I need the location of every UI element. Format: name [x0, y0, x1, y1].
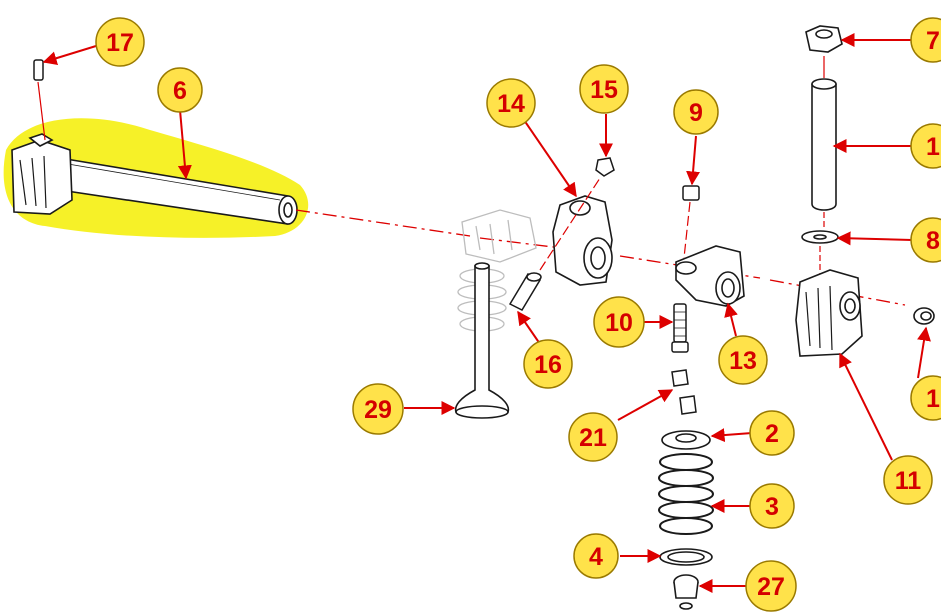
callout-circle: [573, 533, 619, 579]
callout-17: 17: [95, 17, 145, 67]
callout-27: 27: [745, 560, 797, 612]
pushrod-pin: [508, 177, 601, 311]
adjuster-nut: [595, 157, 615, 177]
callout-label: 2: [765, 420, 779, 448]
callout-circle: [910, 123, 941, 169]
callout-label: 21: [579, 424, 607, 452]
callout-circle: [157, 67, 203, 113]
valve-spring: [658, 453, 714, 535]
callout-circle: [523, 339, 573, 389]
adjusting-screw: [671, 303, 689, 353]
callout-label: 11: [895, 467, 922, 495]
callout-circle: [910, 217, 941, 263]
callout-circle: [749, 483, 795, 529]
callout-circle: [579, 64, 629, 114]
callout-14: 14: [486, 78, 536, 128]
callout-label: 13: [729, 347, 757, 375]
callout-label: 17: [106, 29, 134, 57]
callout-label: 29: [364, 396, 392, 424]
callout-label: 15: [590, 76, 618, 104]
rocker-arm-right: [675, 245, 745, 307]
valve: [454, 262, 510, 419]
callout-16: 16: [523, 339, 573, 389]
callout-label: 1: [926, 133, 940, 161]
callout-circle: [673, 89, 719, 135]
callout-4: 4: [573, 533, 619, 579]
callout-label: 1: [926, 385, 940, 413]
callout-label: 3: [765, 493, 779, 521]
callout-circle: [749, 410, 795, 456]
rocker-shaft: [11, 133, 298, 225]
spring-retainer: [661, 430, 711, 450]
valve-cap: [682, 185, 700, 259]
valve-keepers: [671, 369, 697, 415]
ghost-rocker-assembly: [457, 209, 537, 332]
callout-label: 8: [926, 227, 940, 255]
spring-seat: [659, 548, 713, 566]
callout-label: 27: [757, 573, 785, 601]
callout-1a: 1: [910, 123, 941, 169]
callout-circle: [593, 296, 645, 348]
long-stud: [811, 56, 837, 228]
callout-29: 29: [352, 383, 404, 435]
callout-label: 9: [689, 99, 703, 127]
callout-11: 11: [883, 455, 933, 505]
valve-seal: [673, 574, 699, 610]
callout-3: 3: [749, 483, 795, 529]
callout-label: 4: [589, 543, 603, 571]
callout-21: 21: [568, 412, 618, 462]
callout-10: 10: [593, 296, 645, 348]
callout-13: 13: [718, 335, 768, 385]
callout-7: 7: [910, 17, 941, 63]
callout-circle: [352, 383, 404, 435]
callout-label: 6: [173, 77, 187, 105]
callout-label: 7: [926, 27, 940, 55]
callout-label: 16: [534, 351, 562, 379]
top-nut: [805, 25, 843, 53]
leader-lines: [42, 33, 931, 593]
callout-15: 15: [579, 64, 629, 114]
rocker-arm-left: [552, 195, 613, 286]
callout-circle: [910, 17, 941, 63]
callout-circle: [568, 412, 618, 462]
callout-1b: 1: [910, 375, 941, 421]
callout-circle: [745, 560, 797, 612]
callout-circle: [486, 78, 536, 128]
callout-9: 9: [673, 89, 719, 135]
callout-label: 10: [605, 309, 633, 337]
end-plug: [913, 307, 935, 325]
callout-2: 2: [749, 410, 795, 456]
callout-6: 6: [157, 67, 203, 113]
callout-circle: [95, 17, 145, 67]
right-bracket: [795, 269, 863, 357]
shaft-axis-line: [295, 209, 906, 306]
callout-label: 14: [497, 90, 525, 118]
callout-8: 8: [910, 217, 941, 263]
callout-circle: [883, 455, 933, 505]
dowel-pin: [33, 59, 46, 141]
callout-circle: [910, 375, 941, 421]
callout-circle: [718, 335, 768, 385]
